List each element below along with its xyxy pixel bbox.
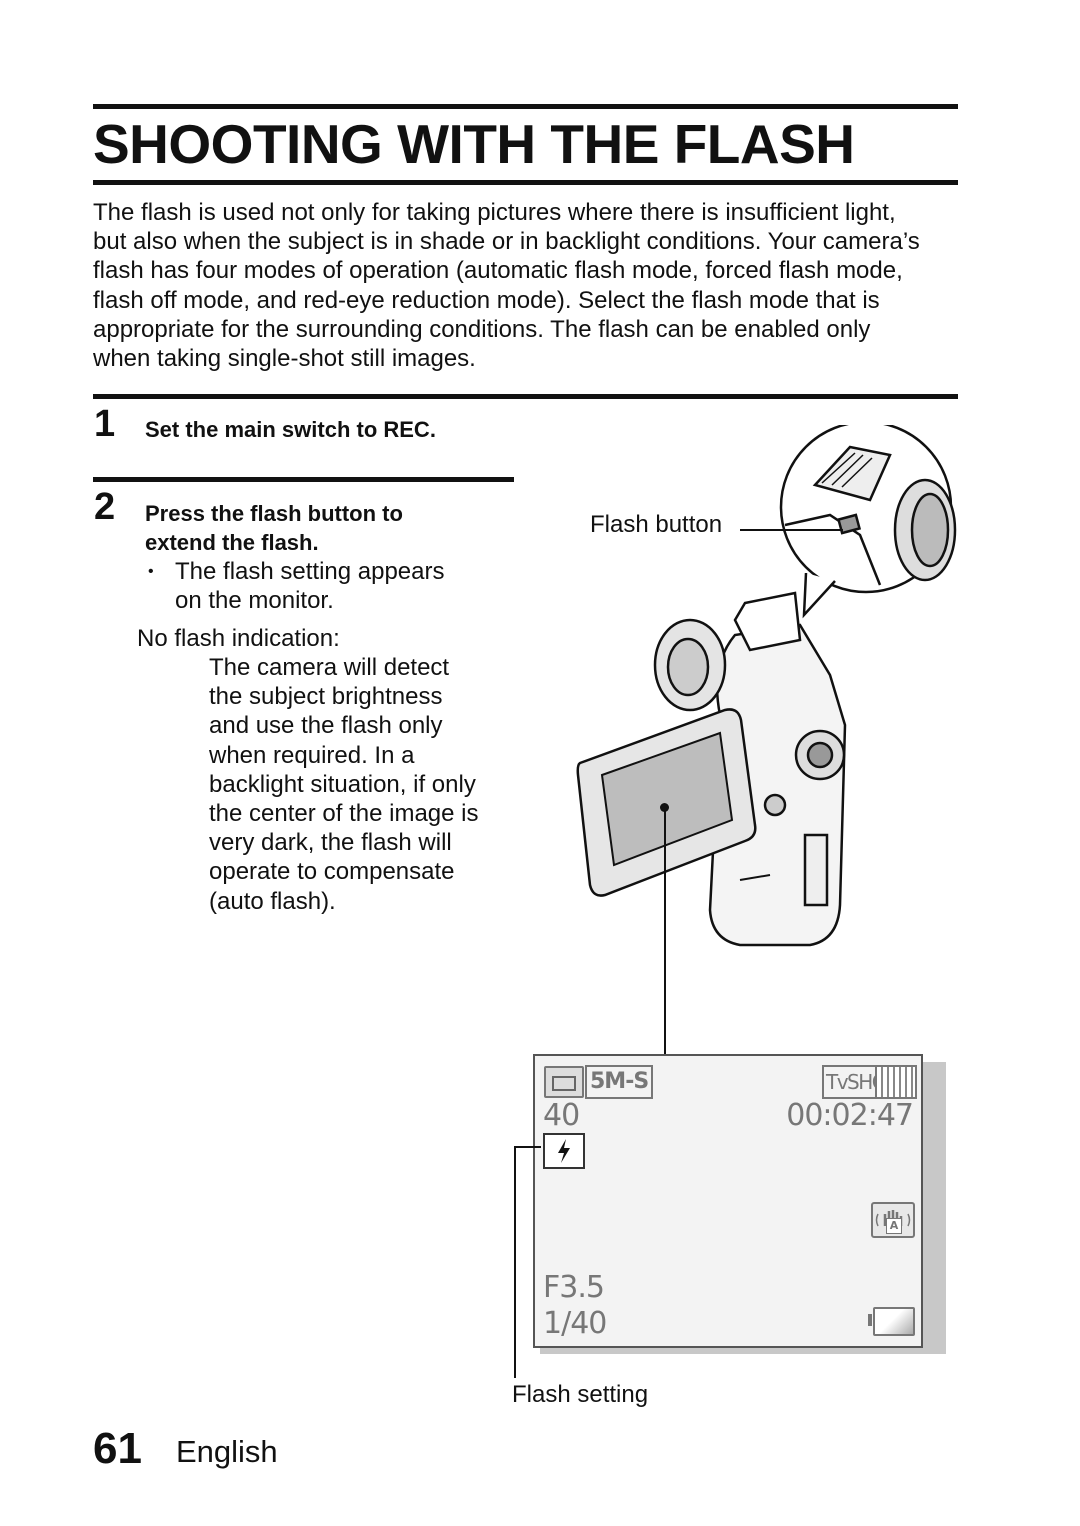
stabilizer-icon: A xyxy=(871,1202,915,1238)
camera-body xyxy=(653,591,847,947)
flash-bolt-icon xyxy=(543,1133,585,1169)
monitor-display: 5M-S TvSHQ 40 00:02:47 A F3.5 1/40 xyxy=(533,1054,923,1348)
monitor-leader-dot xyxy=(660,803,669,812)
step-2-title-line: Press the flash button to xyxy=(145,501,403,526)
battery-terminal xyxy=(868,1314,872,1326)
no-flash-line: the subject brightness xyxy=(209,683,443,711)
shutter-speed-value: 1/40 xyxy=(543,1306,607,1341)
step-2-number: 2 xyxy=(94,486,116,528)
step-2-bullet: • The flash setting appears on the monit… xyxy=(148,557,445,615)
step-2-title-line: extend the flash. xyxy=(145,530,319,555)
intro-line: appropriate for the surrounding conditio… xyxy=(93,315,871,343)
no-flash-label: No flash indication: xyxy=(137,625,340,652)
intro-line: flash off mode, and red-eye reduction mo… xyxy=(93,286,880,314)
no-flash-line: the center of the image is xyxy=(209,800,479,828)
bullet-line: The flash setting appears xyxy=(175,558,445,585)
steps-top-rule xyxy=(93,394,958,399)
page-number: 61 xyxy=(93,1424,142,1473)
language-label: English xyxy=(176,1434,278,1469)
recording-time: 00:02:47 xyxy=(786,1098,914,1133)
flash-bolt-glyph xyxy=(558,1139,570,1163)
no-flash-line: The camera will detect xyxy=(209,654,450,681)
lcd-monitor xyxy=(576,708,757,897)
camera-illustration xyxy=(576,425,957,947)
no-flash-line: operate to compensate xyxy=(209,858,455,886)
aperture-value: F3.5 xyxy=(543,1270,605,1305)
intro-line: but also when the subject is in shade or… xyxy=(93,228,920,256)
no-flash-line: and use the flash only xyxy=(209,712,443,740)
battery-icon xyxy=(873,1307,915,1336)
title-top-rule xyxy=(93,104,958,109)
intro-paragraph: The flash is used not only for taking pi… xyxy=(93,198,963,373)
monitor-leader-line xyxy=(664,808,666,1054)
video-mode-icon xyxy=(875,1065,917,1099)
camera-mode-icon-inner xyxy=(552,1076,576,1091)
step-2-title: Press the flash button to extend the fla… xyxy=(145,499,403,557)
resolution-badge: 5M-S xyxy=(585,1065,654,1099)
step-divider-rule xyxy=(93,477,514,482)
no-flash-line: (auto flash). xyxy=(209,887,336,915)
flash-setting-bracket-vertical xyxy=(514,1146,516,1378)
no-flash-line: when required. In a xyxy=(209,741,415,769)
bullet-line: on the monitor. xyxy=(175,587,334,615)
step-1-title: Set the main switch to REC. xyxy=(145,417,436,442)
shots-remaining: 40 xyxy=(543,1098,580,1133)
flash-setting-label: Flash setting xyxy=(512,1381,649,1408)
flash-setting-bracket-top xyxy=(514,1146,541,1148)
bullet-marker: • xyxy=(148,563,154,580)
flash-button-detail-circle xyxy=(779,425,957,619)
no-flash-line: backlight situation, if only xyxy=(209,770,476,798)
intro-line: flash has four modes of operation (autom… xyxy=(93,257,903,285)
camera-mode-icon xyxy=(544,1066,584,1098)
page-title: SHOOTING WITH THE FLASH xyxy=(93,113,855,175)
no-flash-description: The camera will detect the subject brigh… xyxy=(209,653,478,916)
no-flash-line: very dark, the flash will xyxy=(209,829,452,857)
intro-line: when taking single-shot still images. xyxy=(93,345,476,373)
flash-button-label: Flash button xyxy=(590,511,723,538)
title-bottom-rule xyxy=(93,180,958,185)
step-1-number: 1 xyxy=(94,403,116,445)
intro-line: The flash is used not only for taking pi… xyxy=(93,199,896,226)
stabilizer-auto-label: A xyxy=(886,1218,902,1234)
